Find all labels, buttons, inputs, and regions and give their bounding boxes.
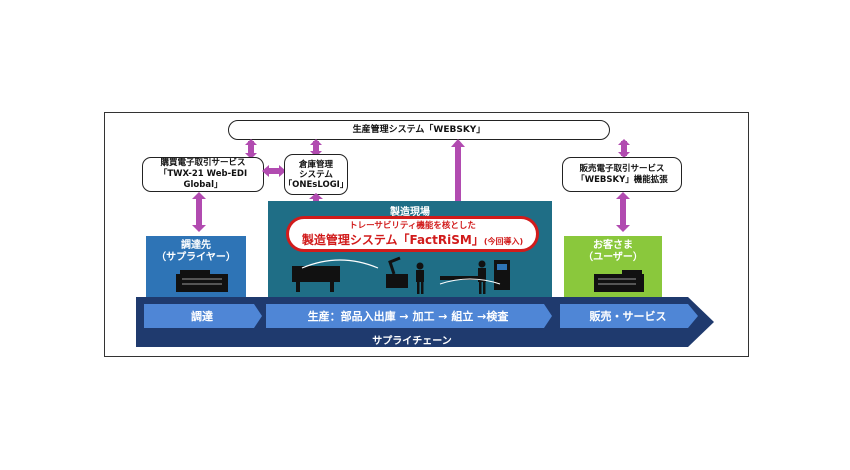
factory-title: 製造現場 [390, 207, 430, 218]
arrowhead-sc-down [616, 225, 630, 232]
arrow-top-purchase [248, 141, 254, 156]
factrism-line2-suffix: (今回導入) [483, 237, 524, 246]
factory-floor-illustration [292, 256, 510, 294]
arrowhead-top-purchase-up [245, 139, 257, 145]
arrowhead-pw-left [262, 165, 269, 177]
arrowhead-top-sales-up [618, 139, 630, 145]
supply-chain-label: サプライチェーン [372, 336, 452, 347]
purchase-edi-line2: 「TWX-21 Web-EDI Global」 [158, 169, 248, 190]
arrowhead-pw-right [279, 165, 286, 177]
arrowhead-ps-down [192, 225, 206, 232]
arrowhead-top-purchase-down [245, 153, 257, 159]
chain-step-production: 生産：部品入出庫 → 加工 → 組立 →検査 [307, 310, 509, 323]
websky-system-label: 生産管理システム「WEBSKY」 [352, 124, 486, 135]
arrow-purchase-warehouse [267, 168, 281, 174]
factrism-line2-wrap: 製造管理システム「FactRiSM」(今回導入) [289, 231, 536, 249]
supplier-label: 調達先 （サプライヤー） [146, 240, 246, 264]
arrowhead-sc-up [616, 192, 630, 199]
factrism-line2: 製造管理システム「FactRiSM」 [301, 233, 484, 247]
purchase-edi-box: 購買電子取引サービス 「TWX-21 Web-EDI Global」 [142, 157, 264, 192]
customer-line1: お客さま [593, 240, 633, 251]
arrowhead-ps-up [192, 192, 206, 199]
warehouse-system-box: 倉庫管理 システム 「ONEsLOGI」 [284, 154, 348, 195]
warehouse-line2: システム [299, 169, 333, 180]
factrism-line1: トレーサビリティ機能を核とした [349, 221, 476, 231]
arrow-top-warehouse [313, 141, 319, 156]
chain-step-procurement: 調達 [191, 310, 213, 323]
supplier-line1: 調達先 [181, 240, 211, 251]
sales-edi-line1: 販売電子取引サービス [579, 163, 665, 174]
arrowhead-top-warehouse-up [310, 139, 322, 145]
customer-line2: （ユーザー） [583, 252, 643, 263]
arrow-purchase-supplier [196, 197, 202, 227]
warehouse-line1: 倉庫管理 [298, 159, 333, 170]
websky-system-box: 生産管理システム「WEBSKY」 [228, 120, 610, 140]
customer-label: お客さま （ユーザー） [564, 240, 662, 264]
arrowhead-top-sales-down [618, 152, 630, 158]
warehouse-line3: 「ONEsLOGI」 [283, 179, 349, 190]
arrow-factory-top [455, 146, 461, 218]
factrism-callout: トレーサビリティ機能を核とした 製造管理システム「FactRiSM」(今回導入) [286, 216, 539, 252]
supplier-line2: （サプライヤー） [156, 252, 236, 263]
chain-step-sales: 販売・サービス [589, 310, 667, 323]
supply-chain-arrow [136, 297, 714, 347]
arrow-sales-customer [620, 197, 626, 227]
purchase-edi-line1: 購買電子取引サービス [160, 158, 246, 168]
sales-edi-box: 販売電子取引サービス 「WEBSKY」機能拡張 [562, 157, 682, 192]
arrowhead-factory-top-up [451, 139, 465, 147]
machine-icon-supplier [176, 270, 228, 292]
arrow-top-sales [621, 141, 627, 156]
arrowhead-wf-up [309, 193, 323, 199]
machine-icon-customer [594, 270, 644, 292]
sales-edi-line2: 「WEBSKY」機能拡張 [576, 174, 668, 185]
